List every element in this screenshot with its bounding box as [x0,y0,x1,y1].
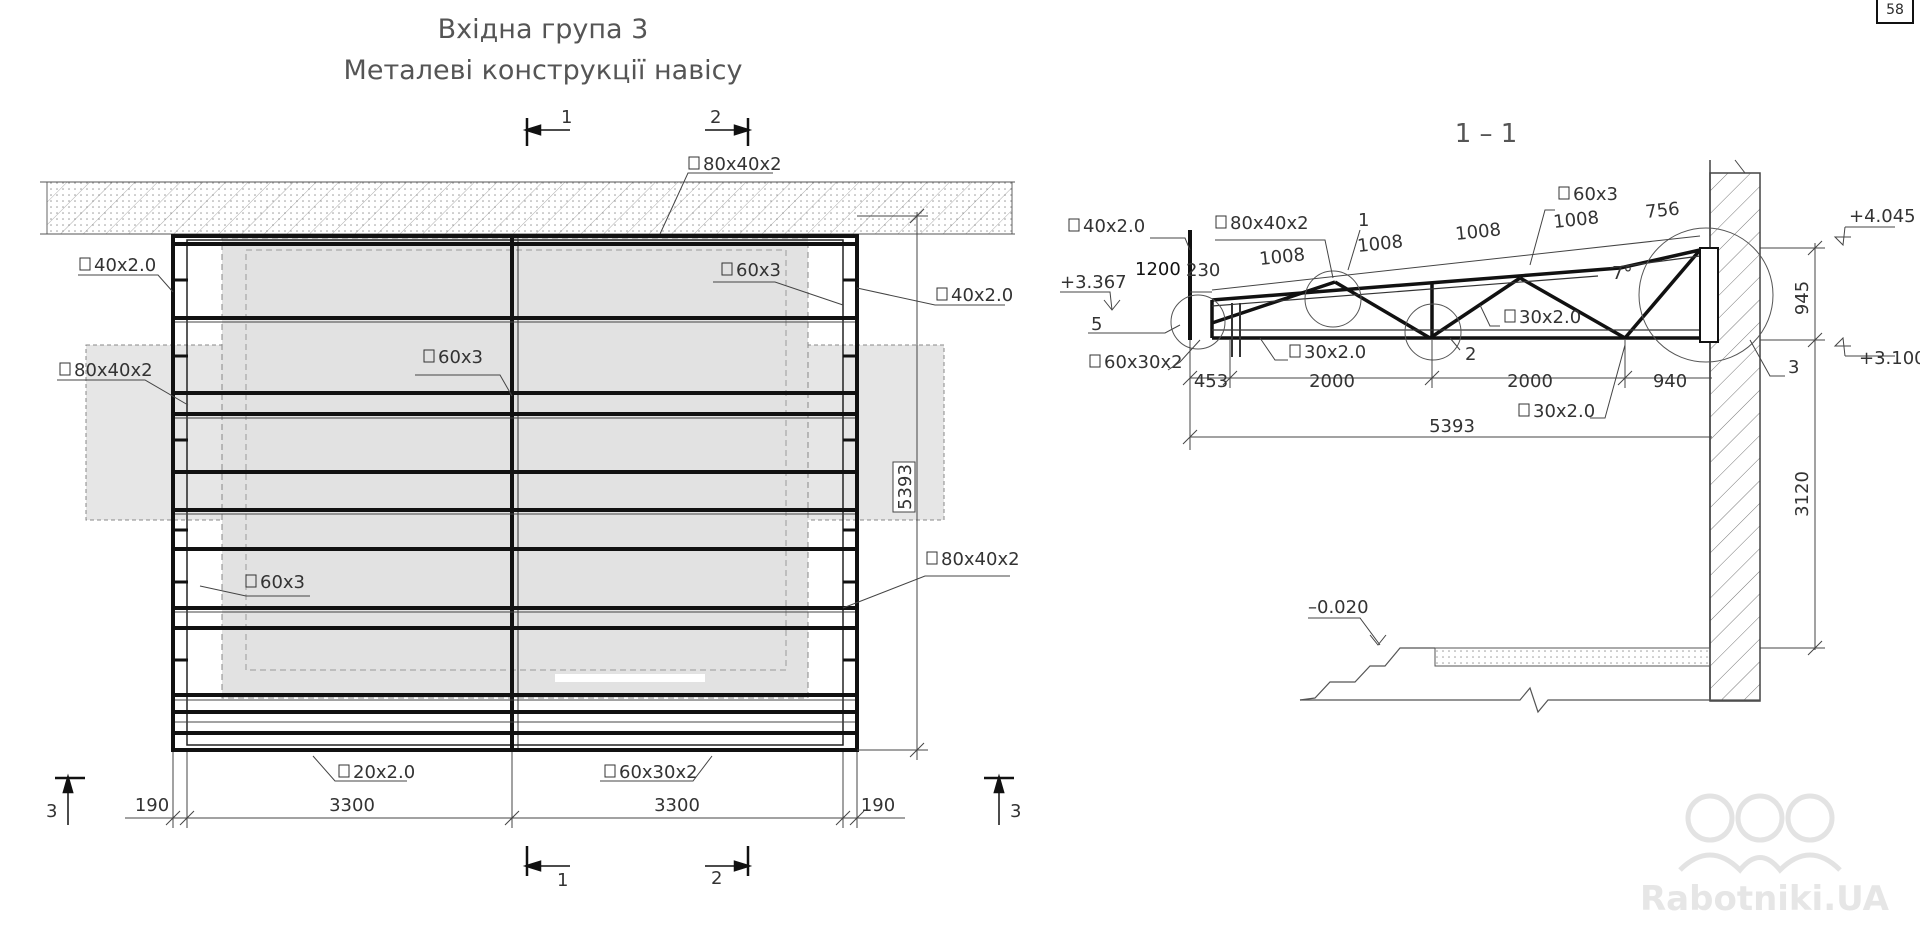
dim-1008-c: 1008 [1454,219,1502,245]
marker-3-left: 3 [46,801,57,822]
dim-940: 940 [1653,371,1687,392]
dim-1200: 1200 [1135,259,1181,280]
label-top-beam: 80x40x2 [703,154,782,175]
elev-3367: +3.367 [1060,272,1127,293]
dim-3120: 3120 [1792,471,1813,517]
dim-span-right: 3300 [654,795,700,816]
dim-2000-a: 2000 [1309,371,1355,392]
label-left-80: 80x40x2 [74,360,153,381]
callout-5: 5 [1091,314,1102,335]
canopy-frame [171,234,859,752]
label-tube-60-low: 60x3 [260,572,305,593]
dim-453: 453 [1194,371,1228,392]
sec-label-80: 80x40x2 [1230,213,1309,234]
dim-height: 5393 [895,464,916,510]
dim-5393: 5393 [1429,416,1475,437]
elev-0020: –0.020 [1308,597,1369,618]
dim-2000-b: 2000 [1507,371,1553,392]
callout-1: 1 [1358,210,1369,231]
purlins [175,242,855,735]
dim-right-edge: 190 [861,795,895,816]
label-bottom-20: 20x2.0 [353,762,415,783]
watermark: Rabotniki.UA [1640,793,1890,919]
shade-area [221,237,809,699]
marker-2-bottom: 2 [711,868,722,889]
sec-label-60x30: 60x30x2 [1104,352,1183,373]
dim-1008-d: 1008 [1552,207,1600,233]
elev-3100: +3.100 [1859,348,1920,369]
dim-756: 756 [1644,198,1680,222]
dim-1008-a: 1008 [1258,244,1306,270]
truss [1210,248,1712,340]
sec-label-30-c: 30x2.0 [1533,401,1595,422]
section-title: 1 – 1 [1455,119,1518,149]
callout-2: 2 [1465,344,1476,365]
dim-1008-b: 1008 [1356,231,1404,257]
marker-1-top: 1 [561,107,572,128]
drawing-title: Вхідна група 3 [438,14,649,45]
label-left-40: 40x2.0 [94,255,156,276]
dim-span-left: 3300 [329,795,375,816]
label-bottom-60x30: 60x30x2 [619,762,698,783]
dim-left-edge: 190 [135,795,169,816]
label-tube-60-top: 60x3 [736,260,781,281]
section-view: 1 – 1 [1060,119,1920,714]
drawing-subtitle: Металеві конструкції навісу [344,55,743,86]
label-right-80: 80x40x2 [941,549,1020,570]
sec-label-60: 60x3 [1573,184,1618,205]
angle-label: 7° [1612,263,1632,284]
sec-label-40: 40x2.0 [1083,216,1145,237]
sec-label-30-b: 30x2.0 [1519,307,1581,328]
watermark-text: Rabotniki.UA [1640,879,1890,919]
callout-3: 3 [1788,357,1799,378]
sec-label-30-a: 30x2.0 [1304,342,1366,363]
label-right-40: 40x2.0 [951,285,1013,306]
elev-4045: +4.045 [1849,206,1916,227]
marker-1-bottom: 1 [557,870,568,891]
label-tube-60-mid: 60x3 [438,347,483,368]
dim-945: 945 [1792,281,1813,315]
marker-3-right: 3 [1010,801,1021,822]
marker-2-top: 2 [710,107,721,128]
plan-view: 1 2 1 2 3 3 [40,107,1021,891]
dim-230: 230 [1186,260,1220,281]
page-number: 58 [1876,0,1914,24]
